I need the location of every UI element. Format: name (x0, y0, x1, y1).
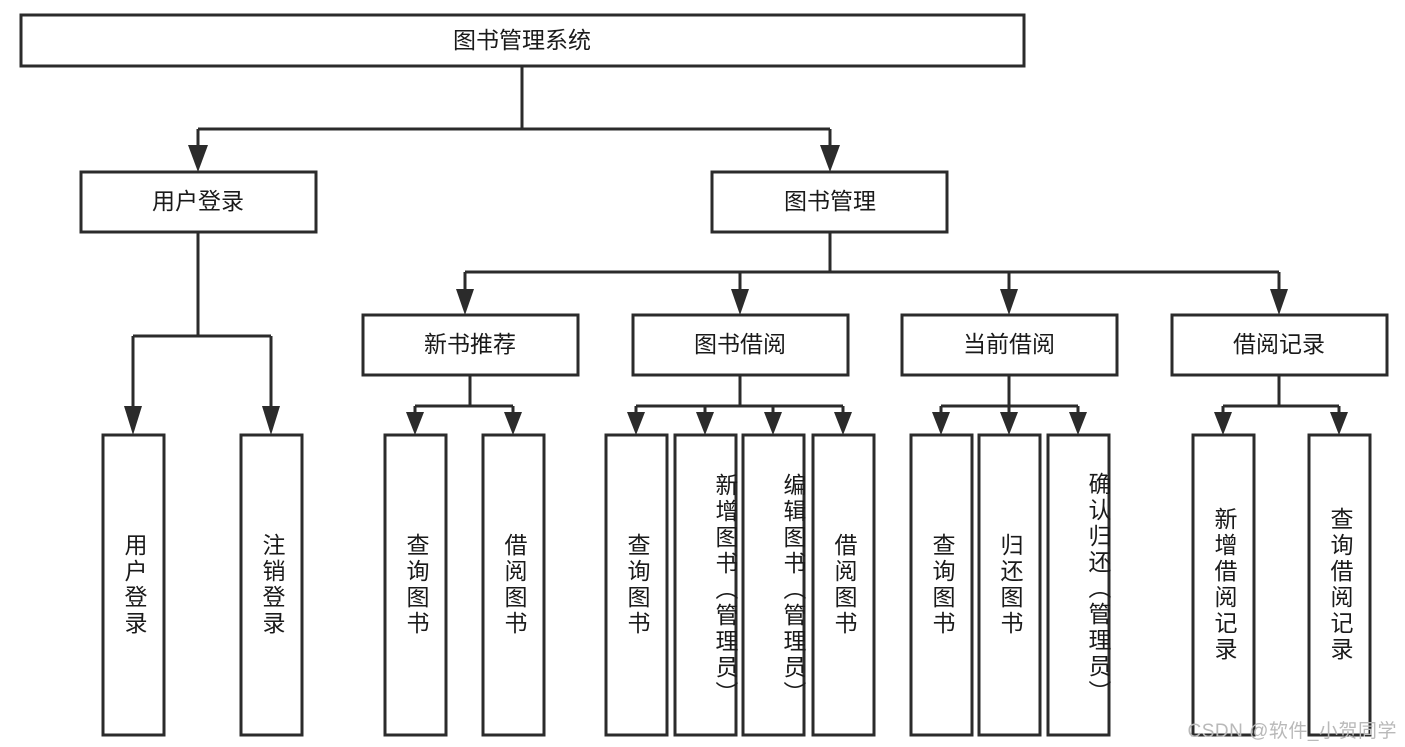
arrow-head-new-book-leaf-2 (504, 412, 522, 435)
arrow-head-user-login-leaf-2 (262, 406, 280, 435)
node-borrow-record[interactable]: 借阅记录 (1170, 313, 1389, 377)
arrow-head-borrow-record-leaf-2 (1330, 412, 1348, 435)
arrow-head-book-borrow-leaf-1 (627, 412, 645, 435)
node-current-borrow[interactable]: 当前借阅 (900, 313, 1119, 377)
node-new-book-recommend[interactable]: 新书推荐 (361, 313, 580, 377)
arrow-head-current-borrow-leaf-2 (1000, 412, 1018, 435)
leaf-box-borrow-record-1[interactable] (1191, 433, 1256, 737)
leaf-box-current-borrow-1[interactable] (909, 433, 974, 737)
node-new-book-recommend-label: 新书推荐 (424, 331, 516, 357)
leaf-box-new-book-1[interactable] (383, 433, 448, 737)
node-current-borrow-box[interactable] (900, 313, 1119, 377)
node-root-box[interactable] (19, 13, 1026, 68)
node-root[interactable]: 图书管理系统 (19, 13, 1026, 68)
node-root-label: 图书管理系统 (453, 27, 591, 53)
leaf-box-user-login-1[interactable] (101, 433, 166, 737)
leaf-box-borrow-record-2[interactable] (1307, 433, 1372, 737)
leaf-box-user-login-2[interactable] (239, 433, 304, 737)
connector-layer (124, 66, 1348, 435)
node-book-manage-box[interactable] (710, 170, 949, 234)
node-new-book-recommend-box[interactable] (361, 313, 580, 377)
arrow-head-user-login (188, 145, 208, 172)
leaf-box-current-borrow-2[interactable] (977, 433, 1042, 737)
node-user-login-label: 用户登录 (152, 188, 244, 214)
leaf-box-book-borrow-3[interactable] (741, 433, 806, 737)
arrow-head-book-borrow-leaf-3 (764, 412, 782, 435)
csdn-watermark: CSDN @软件_小贺同学 (1187, 721, 1397, 742)
arrow-head-book-borrow-leaf-2 (696, 412, 714, 435)
arrow-head-new-book-leaf-1 (406, 412, 424, 435)
leaf-box-book-borrow-4[interactable] (811, 433, 876, 737)
leaf-box-book-borrow-2[interactable] (673, 433, 738, 737)
leaf-box-new-book-2[interactable] (481, 433, 546, 737)
arrow-head-user-login-leaf-1 (124, 406, 142, 435)
node-book-manage[interactable]: 图书管理 (710, 170, 949, 234)
node-borrow-record-label: 借阅记录 (1233, 331, 1325, 357)
arrow-head-current-borrow (1000, 289, 1018, 315)
node-user-login-box[interactable] (79, 170, 318, 234)
leaf-box-book-borrow-1[interactable] (604, 433, 669, 737)
arrow-head-borrow-record (1270, 289, 1288, 315)
arrow-head-book-manage (820, 145, 840, 172)
leaf-box-current-borrow-3[interactable] (1046, 433, 1111, 737)
node-book-borrow[interactable]: 图书借阅 (631, 313, 850, 377)
node-user-login[interactable]: 用户登录 (79, 170, 318, 234)
node-layer: 图书管理系统 用户登录 图书管理 新书推荐 图书借阅 当前 (19, 13, 1389, 737)
node-current-borrow-label: 当前借阅 (963, 331, 1055, 357)
node-borrow-record-box[interactable] (1170, 313, 1389, 377)
arrow-head-borrow-record-leaf-1 (1214, 412, 1232, 435)
arrow-head-new-book (456, 289, 474, 315)
node-book-manage-label: 图书管理 (784, 188, 876, 214)
arrow-head-book-borrow-leaf-4 (834, 412, 852, 435)
arrow-head-current-borrow-leaf-1 (932, 412, 950, 435)
node-book-borrow-box[interactable] (631, 313, 850, 377)
arrow-head-current-borrow-leaf-3 (1069, 412, 1087, 435)
arrow-head-book-borrow (731, 289, 749, 315)
node-book-borrow-label: 图书借阅 (694, 331, 786, 357)
